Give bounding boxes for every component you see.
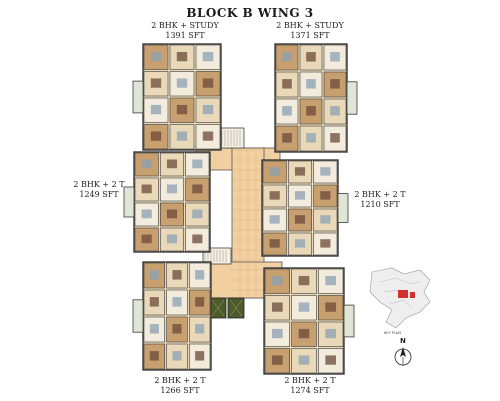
apartment-unit-5	[132, 261, 212, 371]
north-label: N	[400, 337, 406, 345]
key-plan	[369, 267, 431, 329]
apartment-unit-6	[263, 267, 355, 375]
key-plan-label: KEY PLAN	[384, 331, 401, 335]
apartment-unit-3	[123, 151, 211, 253]
apartment-unit-4	[261, 159, 349, 257]
north-arrow-icon	[394, 347, 412, 366]
apartment-unit-1	[132, 43, 222, 151]
apartment-unit-2	[274, 43, 358, 153]
page-title: BLOCK B WING 3	[186, 6, 314, 20]
lift-block	[209, 297, 245, 319]
